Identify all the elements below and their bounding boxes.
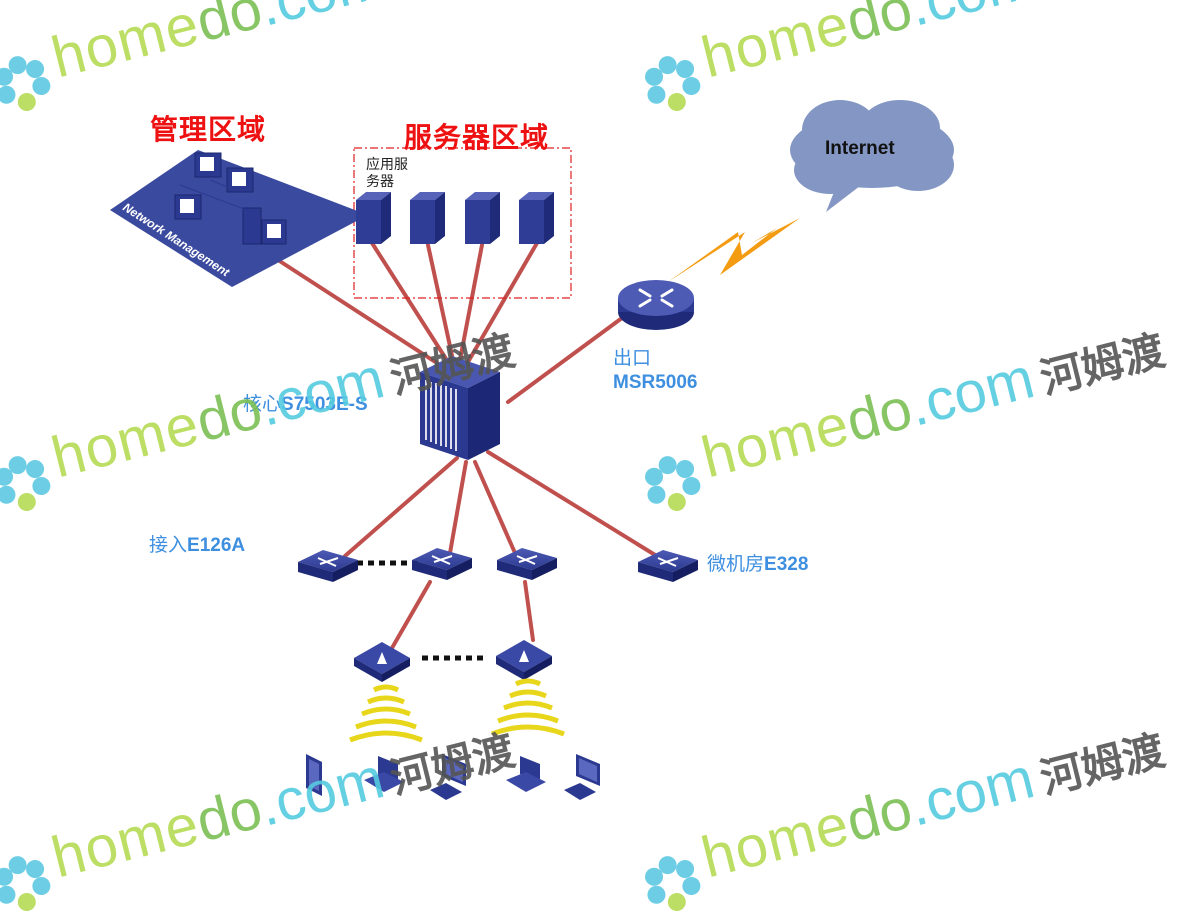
link-mgmt-core (276, 258, 442, 367)
access-switch-2[interactable] (412, 548, 472, 580)
wifi-waves-1 (349, 684, 423, 743)
server-zone-box (353, 147, 572, 299)
egress-label-model: MSR5006 (613, 372, 698, 393)
links (276, 241, 662, 650)
server-1[interactable] (356, 192, 391, 244)
wan-link-bolt (668, 218, 800, 282)
micro-room-switch[interactable] (638, 550, 698, 582)
link-core-access1 (343, 456, 459, 558)
network-management-panel[interactable] (110, 150, 368, 287)
egress-router[interactable] (618, 280, 694, 330)
link-server2-core (426, 243, 455, 362)
app-server-caption-line1: 应用服 (366, 157, 408, 173)
link-server1-core (370, 241, 450, 364)
egress-label: 出口 MSR5006 (613, 347, 698, 395)
egress-label-cn: 出口 (613, 348, 652, 369)
link-core-egress (506, 316, 624, 404)
access-label-cn: 接入 (149, 535, 188, 556)
access-point-1[interactable] (354, 642, 410, 682)
link-server4-core (466, 241, 539, 364)
server-3[interactable] (465, 192, 500, 244)
access-point-2[interactable] (496, 640, 552, 680)
core-label: 核心S7503E-S (243, 393, 368, 417)
server-4[interactable] (519, 192, 554, 244)
endpoint-desktop-2[interactable] (564, 754, 600, 800)
app-server-caption: 应用服 务器 (366, 157, 408, 191)
network-diagram: 管理区域 服务器区域 Network Management 应用服 务器 Int… (0, 0, 1170, 911)
endpoint-laptop-2[interactable] (506, 756, 546, 792)
management-zone-title: 管理区域 (150, 113, 267, 146)
endpoint-laptop-1[interactable] (364, 756, 404, 792)
app-server-caption-line2: 务器 (366, 174, 394, 190)
endpoint-tablet[interactable] (306, 754, 322, 796)
link-server3-core (458, 243, 484, 362)
core-label-model: S7503E-S (281, 394, 368, 415)
access-switch-3[interactable] (497, 548, 557, 580)
micro-room-label-cn: 微机房 (707, 554, 765, 575)
core-label-cn: 核心 (243, 394, 282, 415)
diagram-canvas (110, 100, 954, 800)
micro-room-label-model: E328 (764, 554, 809, 575)
server-zone-title: 服务器区域 (404, 121, 550, 154)
access-switch-1[interactable] (298, 550, 358, 582)
core-switch[interactable] (420, 356, 500, 460)
access-label: 接入E126A (149, 534, 245, 558)
micro-room-label: 微机房E328 (707, 553, 808, 577)
endpoint-desktop-1[interactable] (430, 754, 466, 800)
link-core-access3 (473, 460, 517, 555)
link-core-access2 (448, 460, 468, 555)
server-group (356, 192, 554, 244)
link-core-micro (486, 450, 662, 560)
wifi-waves-2 (491, 678, 565, 737)
internet-label: Internet (825, 138, 895, 159)
access-label-model: E126A (187, 535, 246, 556)
server-2[interactable] (410, 192, 445, 244)
link-access3-ap2 (523, 580, 535, 642)
internet-cloud[interactable] (790, 100, 954, 212)
link-access2-ap1 (390, 580, 432, 650)
